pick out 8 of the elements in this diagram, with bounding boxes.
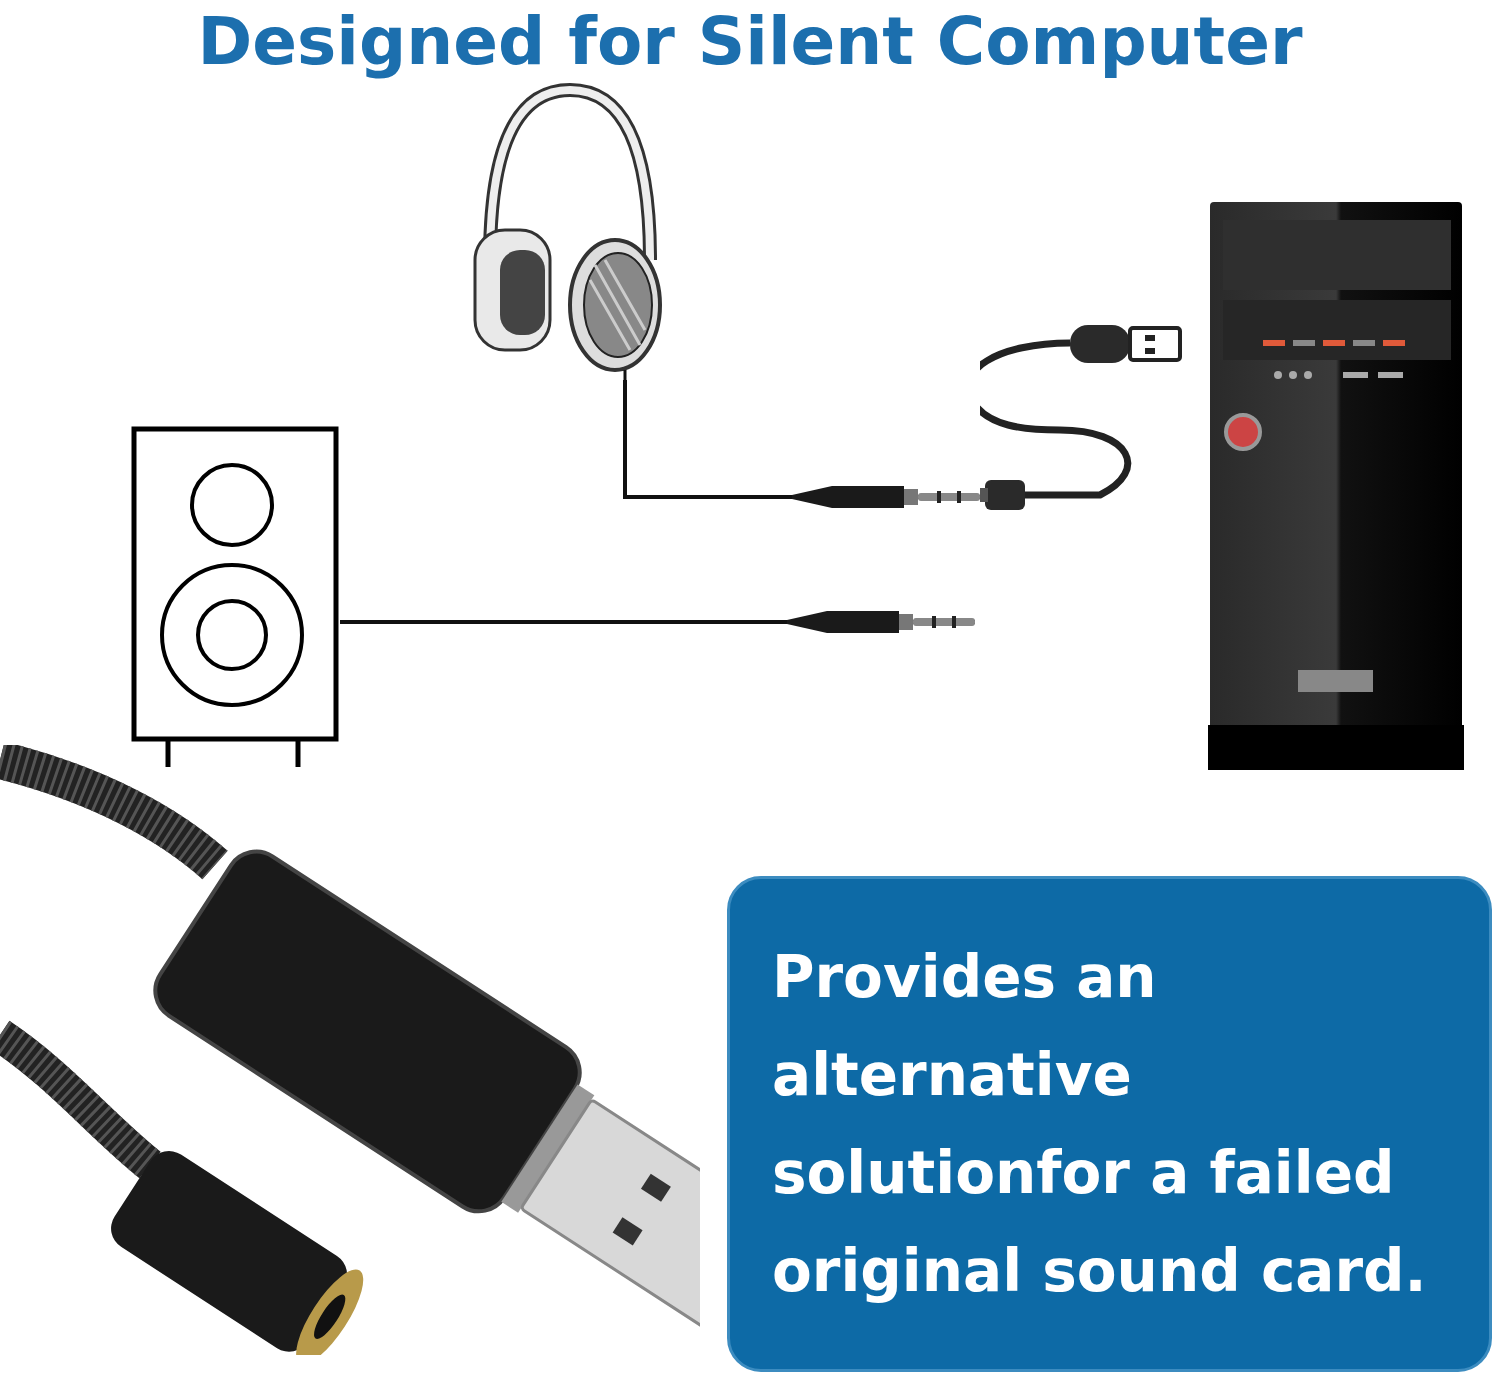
audio-cable-with-plug (340, 611, 975, 633)
computer-tower-drawing (1208, 200, 1464, 770)
description-text: Provides an alternative solutionfor a failed original sound card. (772, 942, 1428, 1307)
speaker-drawing (130, 425, 340, 770)
info-panel (727, 876, 1492, 1372)
title: Designed for Silent Computer (196, 2, 1304, 82)
audio-cable-with-plug (623, 380, 980, 508)
usb-adapter-photo-drawing (0, 745, 700, 1355)
